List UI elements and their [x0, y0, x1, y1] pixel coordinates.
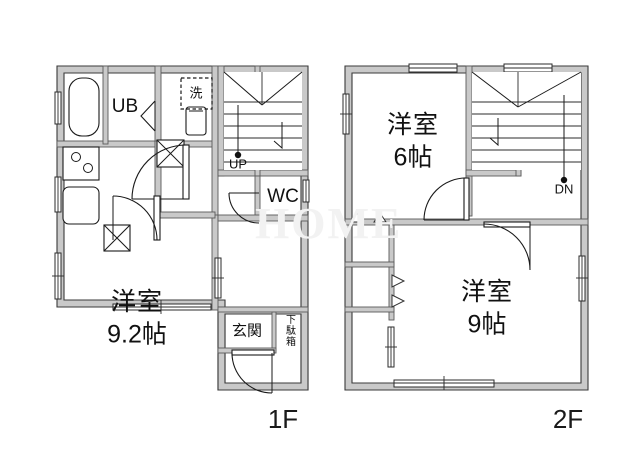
room-size-yoshitsu-6: 6帖	[394, 144, 433, 172]
floor-tag-2f: 2F	[553, 404, 583, 434]
bathtub-fixture	[68, 77, 100, 137]
closet-cross-marker	[156, 139, 185, 168]
wash-basin-fixture	[185, 106, 207, 136]
closet-hanger-markers	[350, 212, 406, 308]
door-living	[112, 195, 161, 241]
floor-2-plan: 洋室 6帖 洋室 9帖 DN	[340, 63, 589, 391]
washer-space-marker	[180, 77, 213, 110]
door-yoshitsu-9	[483, 221, 531, 271]
floor-1-windows	[52, 91, 310, 314]
door-ub	[140, 100, 156, 132]
floor-1-plan: 洋室 9.2帖 UB WC 玄関 UP 洗 下 駄 箱	[52, 65, 310, 394]
door-genkan	[231, 349, 275, 394]
door-yoshitsu-6	[423, 177, 470, 221]
staircase-2f-down	[471, 71, 582, 184]
sink-fixture	[62, 186, 100, 225]
room-label-unit-bath: UB	[112, 96, 138, 117]
room-label-yoshitsu-6: 洋室	[387, 110, 439, 139]
room-size-yoshitsu-1f: 9.2帖	[107, 321, 167, 349]
shoe-box-char-2: 駄	[286, 324, 296, 337]
floor-2-interior-walls	[344, 65, 589, 321]
shoe-box-char-3: 箱	[286, 335, 296, 348]
staircase-1f-up	[223, 71, 303, 170]
room-label-genkan: 玄関	[232, 322, 262, 340]
stove-fixture	[62, 146, 100, 181]
shoe-box-char-1: 下	[286, 315, 296, 326]
stair-direction-down-label: DN	[555, 181, 574, 196]
floor-tag-1f: 1F	[268, 404, 298, 434]
stair-direction-up-label: UP	[229, 156, 247, 171]
door-wc	[228, 192, 260, 224]
room-label-toilet-1f: WC	[267, 186, 299, 207]
washer-space-label: 洗	[189, 87, 202, 102]
room-label-yoshitsu-1f: 洋室	[111, 287, 163, 316]
room-label-yoshitsu-9: 洋室	[461, 277, 513, 306]
closet-cross-marker	[103, 224, 131, 252]
shoe-box-label: 下 駄 箱	[286, 315, 296, 348]
room-size-yoshitsu-9: 9帖	[468, 311, 507, 339]
